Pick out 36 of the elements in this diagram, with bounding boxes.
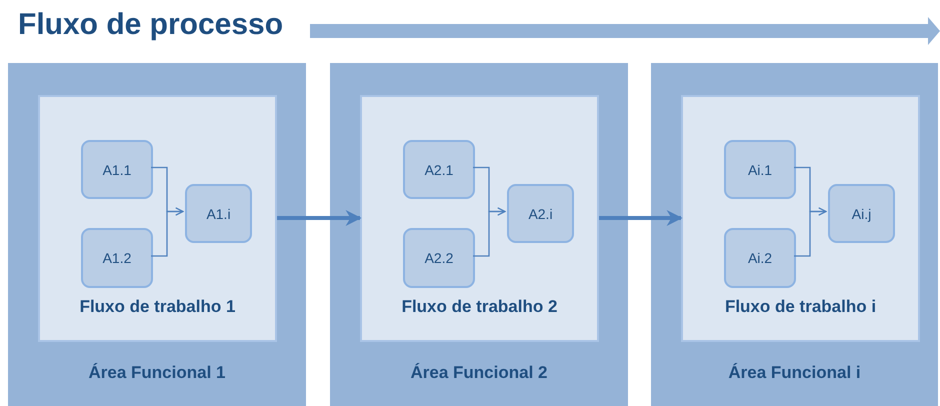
area-label: Área Funcional 2: [410, 363, 548, 383]
connector-arrow: [794, 207, 827, 257]
activity-box: [724, 228, 796, 288]
activity-label: Ai.j: [852, 206, 872, 222]
activity-box: [724, 140, 796, 199]
workflow-box: [681, 95, 920, 342]
activity-box: [185, 184, 252, 243]
diagram-title: Fluxo de processo: [18, 8, 284, 42]
functional-area-panel: [8, 63, 306, 406]
workflow-label: Fluxo de trabalho i: [724, 297, 878, 317]
workflow-box: [360, 95, 599, 342]
activity-box: [828, 184, 895, 243]
connector-arrow: [151, 207, 184, 257]
functional-area-panel: [330, 63, 628, 406]
activity-box: [81, 228, 153, 288]
activity-label: A2.i: [528, 206, 553, 222]
area-label: Área Funcional 1: [88, 363, 226, 383]
activity-box: [403, 228, 475, 288]
connector-arrow: [473, 207, 506, 257]
activity-box: [81, 140, 153, 199]
activity-label: A2.2: [424, 250, 454, 266]
activity-label: A1.i: [206, 206, 231, 222]
flow-arrow: [277, 210, 362, 226]
activity-label: A2.1: [424, 162, 454, 178]
area-label: Área Funcional i: [727, 363, 862, 383]
activity-label: A1.2: [102, 250, 132, 266]
activity-label: Ai.2: [748, 250, 772, 266]
workflow-label: Fluxo de trabalho 1: [78, 297, 236, 317]
activity-label: Ai.1: [748, 162, 772, 178]
workflow-box: [38, 95, 277, 342]
workflow-label: Fluxo de trabalho 2: [400, 297, 558, 317]
activity-box: [507, 184, 574, 243]
activity-label: A1.1: [102, 162, 132, 178]
activity-box: [403, 140, 475, 199]
functional-area-panel: [651, 63, 938, 406]
flow-arrow: [599, 210, 683, 226]
